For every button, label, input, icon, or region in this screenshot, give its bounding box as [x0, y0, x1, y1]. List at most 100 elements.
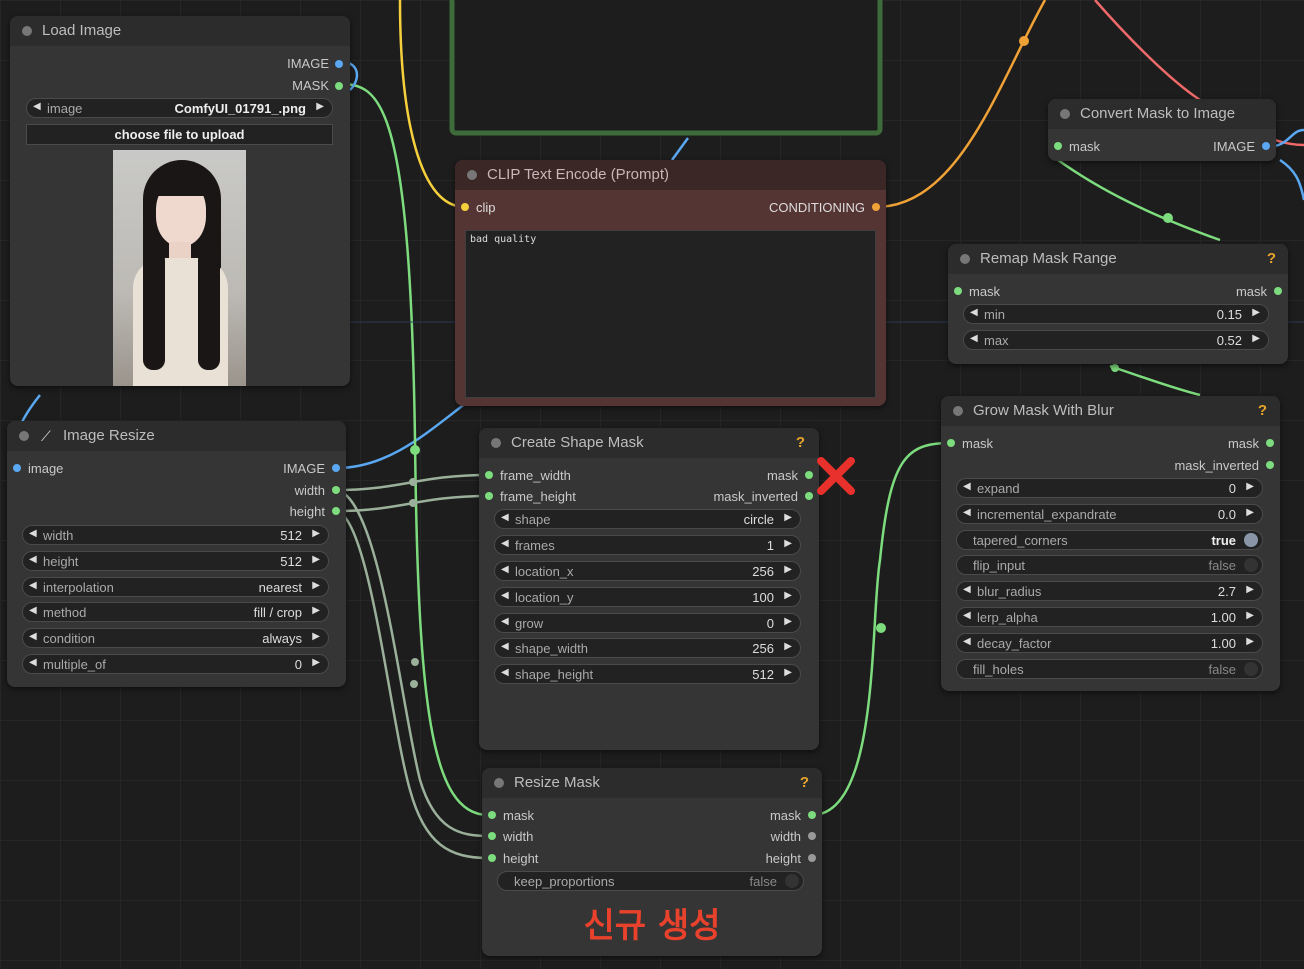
- height-widget[interactable]: ◀ height 512 ▶: [22, 551, 329, 571]
- decrement-icon[interactable]: ◀: [29, 605, 37, 616]
- input-mask-socket[interactable]: [954, 287, 962, 295]
- input-mask-socket[interactable]: [947, 439, 955, 447]
- toggle-knob-icon[interactable]: [1244, 558, 1258, 572]
- increment-icon[interactable]: ▶: [312, 657, 320, 668]
- collapse-dot-icon[interactable]: [960, 254, 970, 264]
- increment-icon[interactable]: ▶: [784, 590, 792, 601]
- increment-icon[interactable]: ▶: [312, 631, 320, 642]
- clip-text-encode-node[interactable]: CLIP Text Encode (Prompt) clip CONDITION…: [455, 160, 886, 406]
- next-arrow-icon[interactable]: ▶: [316, 101, 324, 112]
- input-clip-socket[interactable]: [461, 203, 469, 211]
- increment-icon[interactable]: ▶: [312, 605, 320, 616]
- decrement-icon[interactable]: ◀: [501, 564, 509, 575]
- method-widget[interactable]: ◀ method fill / crop ▶: [22, 602, 329, 622]
- toggle-knob-icon[interactable]: [785, 874, 799, 888]
- interpolation-widget[interactable]: ◀ interpolation nearest ▶: [22, 577, 329, 597]
- increment-icon[interactable]: ▶: [784, 538, 792, 549]
- input-mask-socket[interactable]: [488, 811, 496, 819]
- input-height-socket[interactable]: [488, 854, 496, 862]
- decrement-icon[interactable]: ◀: [970, 307, 978, 318]
- decrement-icon[interactable]: ◀: [963, 481, 971, 492]
- increment-icon[interactable]: ▶: [1252, 307, 1260, 318]
- increment-icon[interactable]: ▶: [1252, 333, 1260, 344]
- flip-input-toggle[interactable]: flip_input false: [956, 555, 1263, 575]
- multiple-of-widget[interactable]: ◀ multiple_of 0 ▶: [22, 654, 329, 674]
- help-icon[interactable]: ?: [795, 434, 805, 451]
- decrement-icon[interactable]: ◀: [963, 584, 971, 595]
- create-shape-title[interactable]: Create Shape Mask: [479, 428, 819, 458]
- decrement-icon[interactable]: ◀: [501, 616, 509, 627]
- decrement-icon[interactable]: ◀: [963, 507, 971, 518]
- create-shape-mask-node[interactable]: Create Shape Mask ? frame_width frame_he…: [479, 428, 819, 750]
- upload-button[interactable]: choose file to upload: [26, 124, 333, 145]
- output-mask-socket[interactable]: [1274, 287, 1282, 295]
- decrement-icon[interactable]: ◀: [501, 538, 509, 549]
- collapse-dot-icon[interactable]: [22, 26, 32, 36]
- increment-icon[interactable]: ▶: [784, 641, 792, 652]
- decrement-icon[interactable]: ◀: [501, 590, 509, 601]
- decrement-icon[interactable]: ◀: [963, 610, 971, 621]
- help-icon[interactable]: ?: [1266, 250, 1276, 267]
- tapered-corners-toggle[interactable]: tapered_corners true: [956, 530, 1263, 550]
- help-icon[interactable]: ?: [799, 774, 809, 791]
- increment-icon[interactable]: ▶: [1246, 507, 1254, 518]
- max-widget[interactable]: ◀ max 0.52 ▶: [963, 330, 1269, 350]
- output-mask-socket[interactable]: [335, 82, 343, 90]
- shape-widget[interactable]: ◀ shape circle ▶: [494, 509, 801, 529]
- frames-widget[interactable]: ◀ frames 1 ▶: [494, 535, 801, 555]
- output-mask-socket[interactable]: [805, 471, 813, 479]
- increment-icon[interactable]: ▶: [784, 564, 792, 575]
- expand-widget[interactable]: ◀ expand 0 ▶: [956, 478, 1263, 498]
- output-conditioning-socket[interactable]: [872, 203, 880, 211]
- incremental-expandrate-widget[interactable]: ◀ incremental_expandrate 0.0 ▶: [956, 504, 1263, 524]
- increment-icon[interactable]: ▶: [784, 616, 792, 627]
- decrement-icon[interactable]: ◀: [29, 554, 37, 565]
- output-height-socket[interactable]: [332, 507, 340, 515]
- decrement-icon[interactable]: ◀: [963, 636, 971, 647]
- output-mask-socket[interactable]: [808, 811, 816, 819]
- resize-mask-node[interactable]: Resize Mask ? mask width height mask wid…: [482, 768, 822, 956]
- resize-mask-title[interactable]: Resize Mask: [482, 768, 822, 798]
- increment-icon[interactable]: ▶: [1246, 481, 1254, 492]
- load-image-node[interactable]: Load Image IMAGE MASK ◀ image ComfyUI_01…: [10, 16, 350, 386]
- convert-mask-node[interactable]: Convert Mask to Image mask IMAGE: [1048, 99, 1276, 161]
- collapse-dot-icon[interactable]: [19, 431, 29, 441]
- shape-height-widget[interactable]: ◀ shape_height 512 ▶: [494, 664, 801, 684]
- width-widget[interactable]: ◀ width 512 ▶: [22, 525, 329, 545]
- image-resize-title[interactable]: ⟋ Image Resize: [7, 421, 346, 451]
- location-y-widget[interactable]: ◀ location_y 100 ▶: [494, 587, 801, 607]
- decrement-icon[interactable]: ◀: [29, 580, 37, 591]
- remap-mask-node[interactable]: Remap Mask Range ? mask mask ◀ min 0.15 …: [948, 244, 1288, 364]
- decrement-icon[interactable]: ◀: [501, 512, 509, 523]
- input-image-socket[interactable]: [13, 464, 21, 472]
- decrement-icon[interactable]: ◀: [970, 333, 978, 344]
- increment-icon[interactable]: ▶: [1246, 610, 1254, 621]
- output-width-socket[interactable]: [808, 832, 816, 840]
- decrement-icon[interactable]: ◀: [29, 631, 37, 642]
- output-image-socket[interactable]: [1262, 142, 1270, 150]
- increment-icon[interactable]: ▶: [1246, 636, 1254, 647]
- collapse-dot-icon[interactable]: [1060, 109, 1070, 119]
- increment-icon[interactable]: ▶: [1246, 584, 1254, 595]
- decrement-icon[interactable]: ◀: [29, 528, 37, 539]
- increment-icon[interactable]: ▶: [784, 667, 792, 678]
- output-mask-inverted-socket[interactable]: [1266, 461, 1274, 469]
- output-image-socket[interactable]: [332, 464, 340, 472]
- input-frame-height-socket[interactable]: [485, 492, 493, 500]
- prev-arrow-icon[interactable]: ◀: [33, 101, 41, 112]
- blur-radius-widget[interactable]: ◀ blur_radius 2.7 ▶: [956, 581, 1263, 601]
- fill-holes-toggle[interactable]: fill_holes false: [956, 659, 1263, 679]
- grow-widget[interactable]: ◀ grow 0 ▶: [494, 613, 801, 633]
- image-select[interactable]: ◀ image ComfyUI_01791_.png ▶: [26, 98, 333, 118]
- decrement-icon[interactable]: ◀: [501, 641, 509, 652]
- collapse-dot-icon[interactable]: [953, 406, 963, 416]
- input-frame-width-socket[interactable]: [485, 471, 493, 479]
- input-mask-socket[interactable]: [1054, 142, 1062, 150]
- shape-width-widget[interactable]: ◀ shape_width 256 ▶: [494, 638, 801, 658]
- increment-icon[interactable]: ▶: [312, 528, 320, 539]
- output-width-socket[interactable]: [332, 486, 340, 494]
- keep-proportions-toggle[interactable]: keep_proportions false: [497, 871, 804, 891]
- min-widget[interactable]: ◀ min 0.15 ▶: [963, 304, 1269, 324]
- decrement-icon[interactable]: ◀: [29, 657, 37, 668]
- help-icon[interactable]: ?: [1257, 402, 1267, 419]
